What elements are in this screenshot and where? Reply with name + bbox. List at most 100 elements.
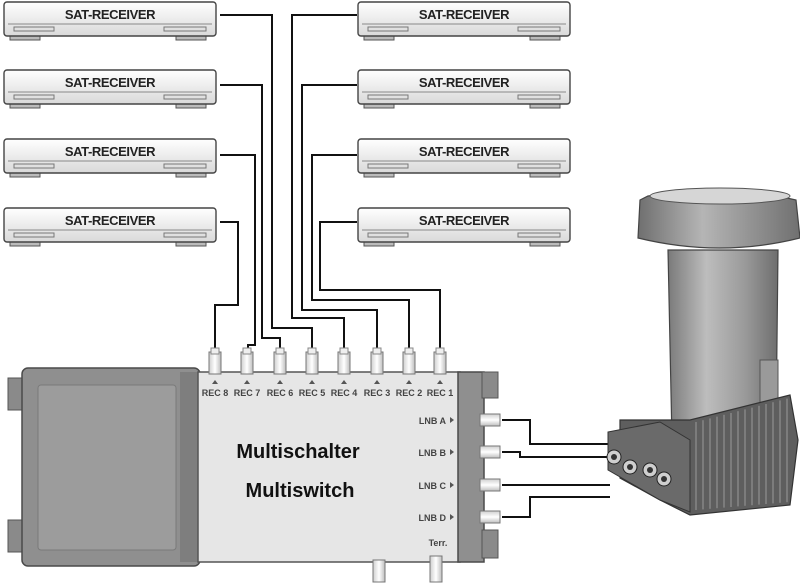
output-connector[interactable] [240,351,254,375]
output-connector-tip [339,347,349,355]
receiver-label: SAT-RECEIVER [419,144,510,159]
output-port: REC 6 [267,347,294,398]
receiver-display-slot [13,26,55,32]
receiver-button-strip [517,163,561,169]
lnb-connector-b-core [627,464,633,470]
receiver-display-slot [367,94,409,100]
cable-rec2 [311,154,410,355]
output-connector[interactable] [337,351,351,375]
receiver-case [3,138,217,174]
sat-receiver: SAT-RECEIVER [3,207,217,247]
output-port: REC 8 [202,347,228,398]
sat-receiver: SAT-RECEIVER [357,207,571,247]
receiver-case [357,207,571,243]
output-connector[interactable] [208,351,222,375]
receivers: SAT-RECEIVER SAT-RECEIVER SAT-RECEIVER SAT-… [3,1,571,247]
mount-tab-right-top [481,371,499,399]
terrestrial-connector[interactable] [429,555,443,583]
switch-front-panel [197,371,461,563]
output-arrow [437,380,443,384]
input-port-label: LNB A [419,416,447,426]
receiver-display-slot [13,232,55,238]
output-arrow [309,380,315,384]
output-port-label: REC 5 [299,388,326,398]
mount-tab-right-bottom [481,529,499,559]
receiver-cables [214,14,441,355]
receiver-button-strip [163,232,207,238]
receiver-display-slot [367,232,409,238]
input-arrow [450,482,454,488]
output-connector[interactable] [305,351,319,375]
sat-receiver: SAT-RECEIVER [3,1,217,41]
receiver-case [3,1,217,37]
input-connector[interactable] [479,445,501,459]
switch-cover-panel [37,384,177,551]
output-connector[interactable] [273,351,287,375]
sat-receiver: SAT-RECEIVER [357,69,571,109]
cable-rec3 [301,84,378,355]
receiver-display-slot [367,163,409,169]
receiver-label: SAT-RECEIVER [419,75,510,90]
receiver-display-slot [13,94,55,100]
receiver-button-strip [163,26,207,32]
receiver-case [357,69,571,105]
output-port-label: REC 7 [234,388,261,398]
lnb-connector-d-core [661,476,667,482]
output-connector-tip [435,347,445,355]
input-arrow [450,514,454,520]
output-port: REC 7 [234,347,261,398]
terrestrial-label: Terr. [429,538,448,548]
receiver-display-slot [367,26,409,32]
receiver-label: SAT-RECEIVER [419,213,510,228]
input-connector[interactable] [479,510,501,524]
output-arrow [341,380,347,384]
output-port: REC 3 [364,347,390,398]
receiver-label: SAT-RECEIVER [65,75,156,90]
receiver-button-strip [163,94,207,100]
bottom-connector-1[interactable] [372,559,386,583]
sat-receiver: SAT-RECEIVER [357,138,571,178]
output-arrow [406,380,412,384]
multiswitch: Multischalter Multiswitch REC 8 REC 7 REC … [7,347,501,583]
cable-rec4 [291,14,357,355]
lnb-cap-top [649,187,791,205]
output-connector-tip [210,347,220,355]
output-connector[interactable] [370,351,384,375]
receiver-label: SAT-RECEIVER [65,144,156,159]
multiswitch-title-en: Multiswitch [246,480,355,502]
output-port-label: REC 6 [267,388,294,398]
output-connector-tip [275,347,285,355]
sat-receiver: SAT-RECEIVER [3,69,217,109]
output-port: REC 5 [299,347,326,398]
lnb-ribs [695,398,788,510]
output-port: REC 4 [331,347,358,398]
output-port: REC 1 [427,347,453,398]
receiver-case [357,138,571,174]
output-port-label: REC 2 [396,388,423,398]
receiver-label: SAT-RECEIVER [65,7,156,22]
lnb-connector-a-core [611,454,617,460]
receiver-label: SAT-RECEIVER [65,213,156,228]
output-connector[interactable] [433,351,447,375]
receiver-button-strip [517,26,561,32]
input-connector[interactable] [479,413,501,427]
input-connector[interactable] [479,478,501,492]
output-arrow [277,380,283,384]
receiver-case [3,69,217,105]
output-port-label: REC 4 [331,388,358,398]
output-arrow [244,380,250,384]
quad-lnb [606,187,800,516]
input-port-label: LNB B [419,448,447,458]
input-port: LNB D [419,510,501,524]
multiswitch-title-de: Multischalter [236,441,360,463]
output-arrow [212,380,218,384]
output-connector[interactable] [402,351,416,375]
receiver-label: SAT-RECEIVER [419,7,510,22]
sat-receiver: SAT-RECEIVER [357,1,571,41]
output-connector-tip [372,347,382,355]
output-port: REC 2 [396,347,423,398]
lnb-connector-c-core [647,467,653,473]
switch-housing-right [457,371,485,563]
receiver-display-slot [13,163,55,169]
